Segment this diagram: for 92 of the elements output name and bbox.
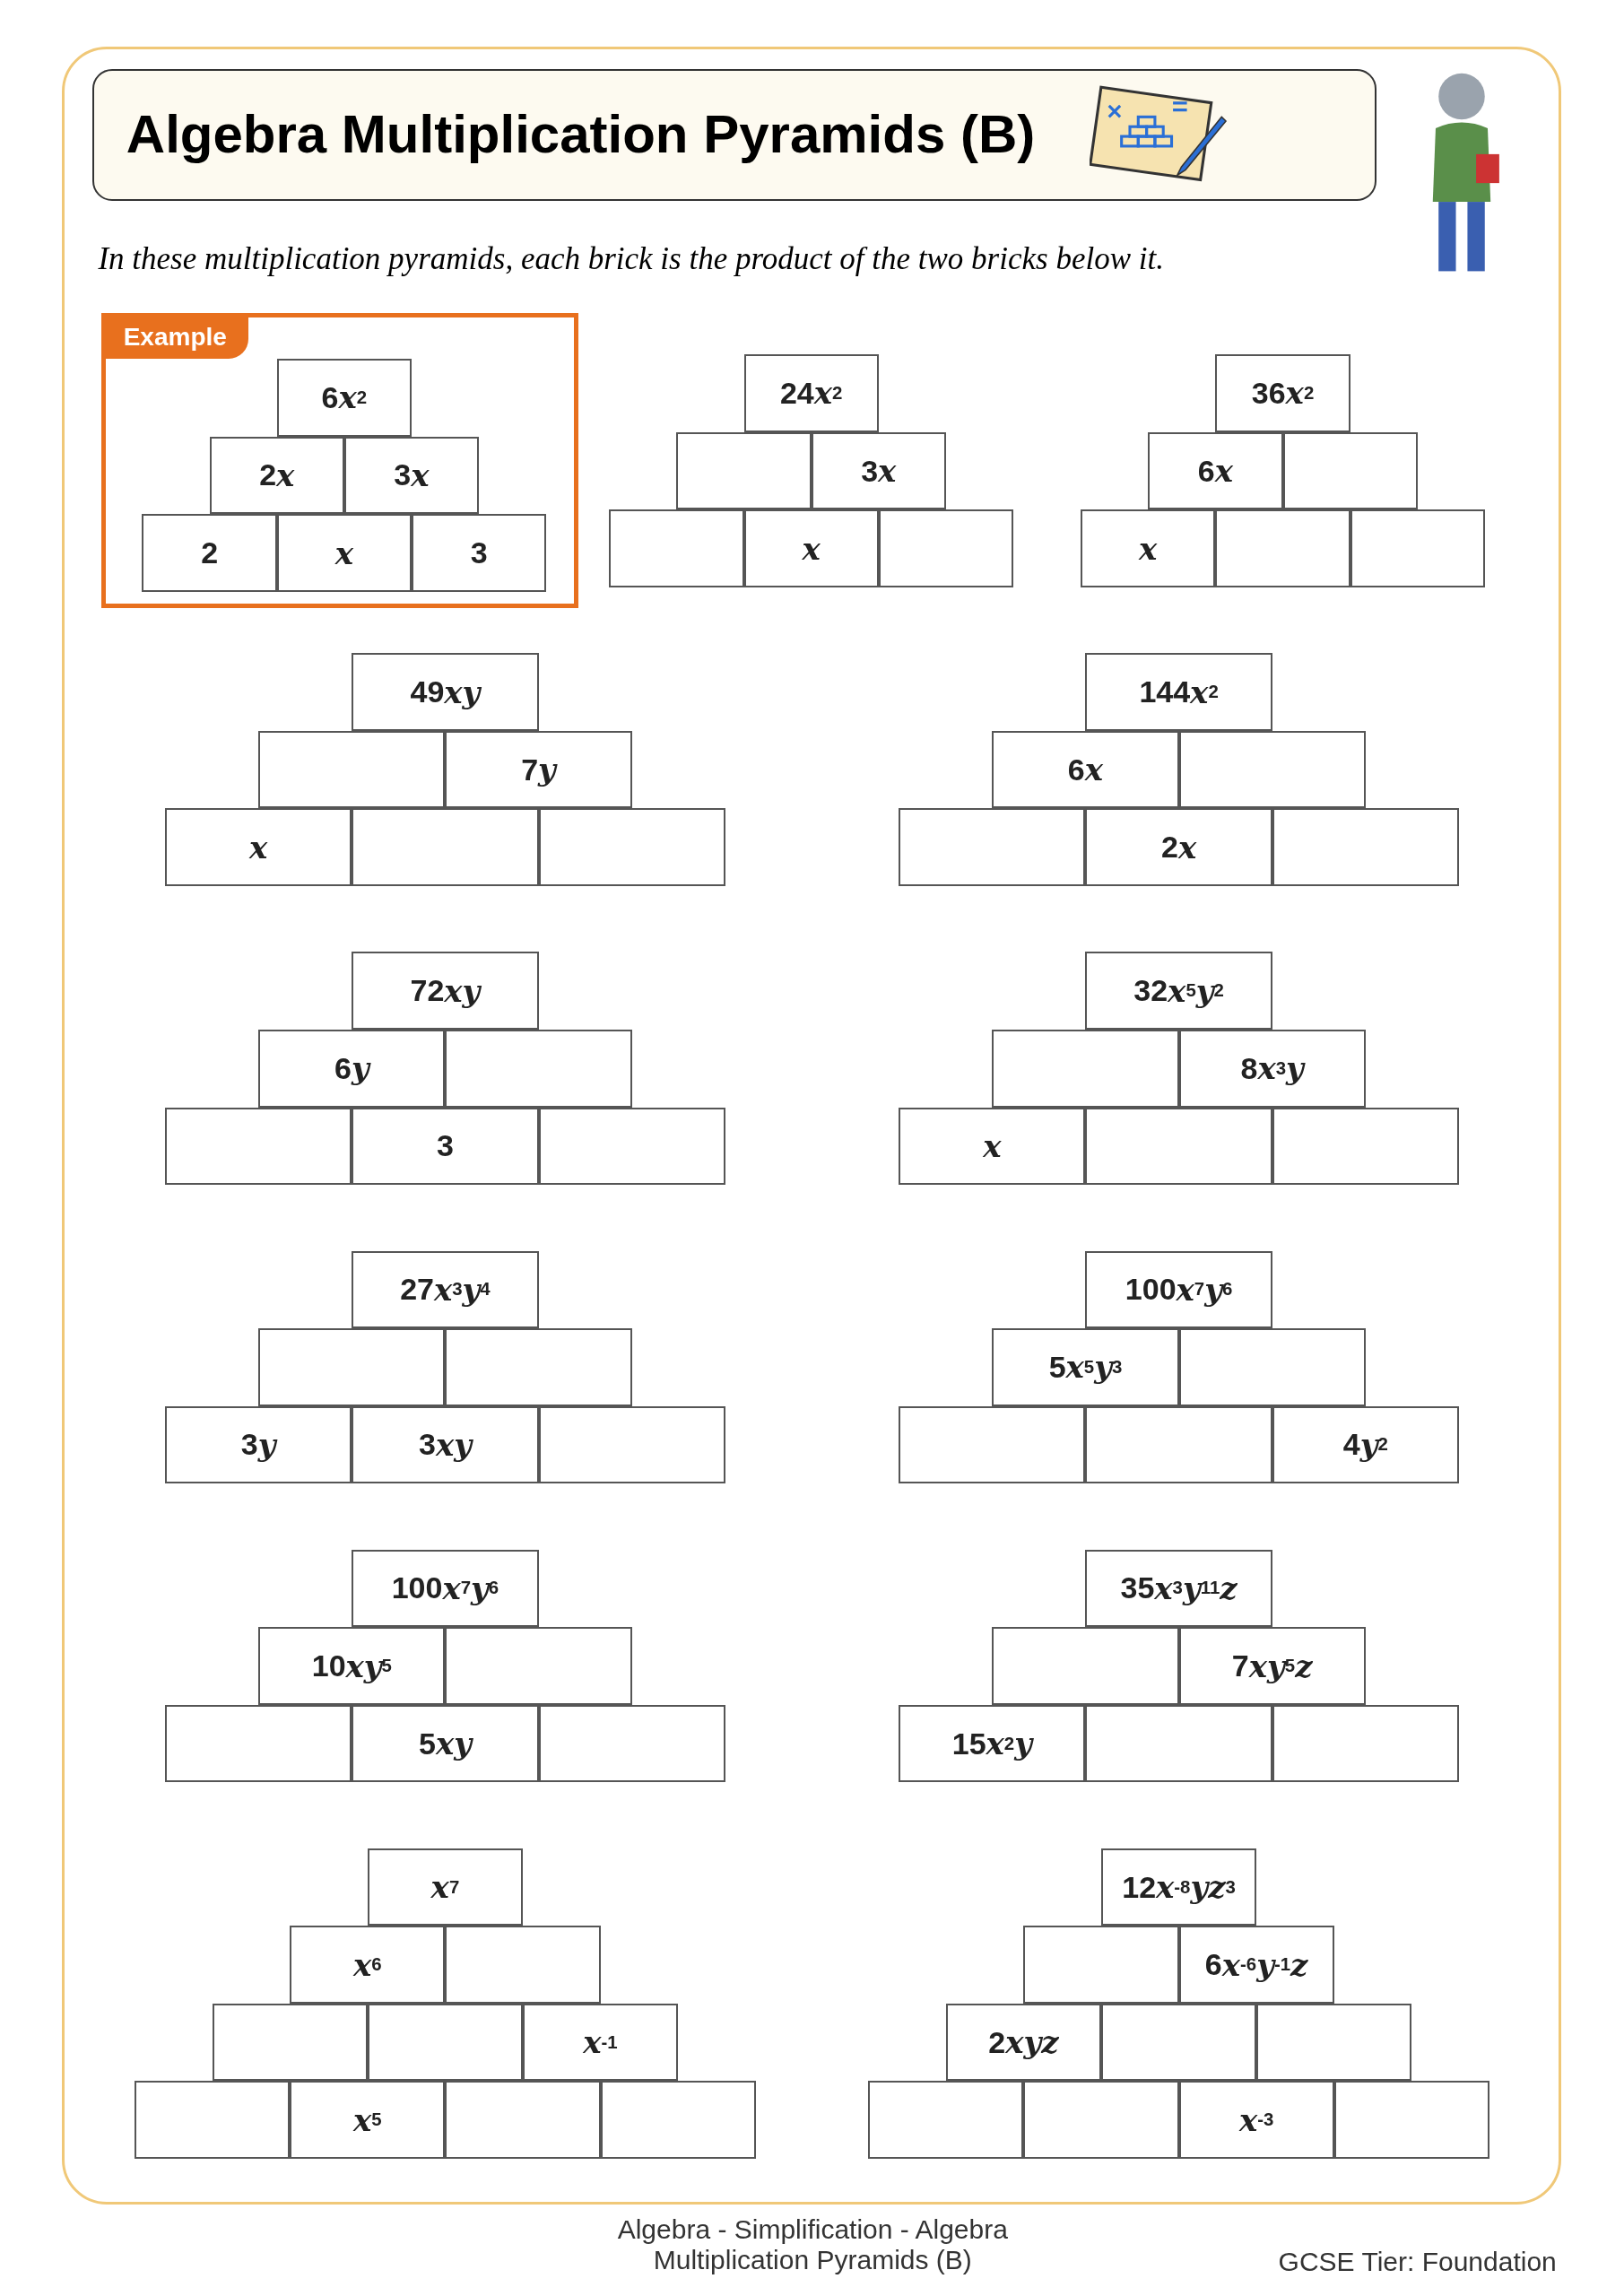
pyramid-brick: 5x$^{5}$y$^{3}$: [992, 1328, 1179, 1406]
pyramid-brick: [258, 1328, 446, 1406]
pyramid-brick: [538, 808, 725, 886]
pyramid-brick: [868, 2081, 1024, 2160]
pyramid-brick: [445, 2081, 601, 2160]
pyramid-brick: x: [743, 509, 879, 587]
pyramid-brick: [1282, 431, 1418, 510]
pyramid-brick: [899, 808, 1086, 886]
pyramid-brick: 35x$^{3}$y$^{11}$z: [1085, 1549, 1272, 1628]
pyramid-brick: 2xyz: [945, 2003, 1101, 2082]
pyramid-brick: x$^{5}$: [290, 2081, 446, 2160]
pyramid-brick: [165, 1704, 352, 1783]
pyramid-brick: 32x$^{5}$y$^{2}$: [1085, 952, 1272, 1030]
pyramid-brick: 3x: [811, 431, 946, 510]
pyramid-brick: x$^{7}$: [367, 1848, 523, 1926]
footer-text: GCSE Tier: Foundation: [1278, 2247, 1557, 2277]
pyramid-brick: [1350, 509, 1485, 587]
pyramid-brick: [538, 1704, 725, 1783]
pyramid-brick: [1272, 1107, 1459, 1186]
pyramid-brick: 8x$^{3}$y: [1178, 1030, 1366, 1108]
pyramid-brick: 4y$^{2}$: [1272, 1405, 1459, 1484]
pyramid-brick: 5xy: [352, 1704, 539, 1783]
pyramid-brick: [1178, 1328, 1366, 1406]
pyramid-brick: x$^{-1}$: [522, 2003, 679, 2082]
pyramid-brick: [1101, 2003, 1257, 2082]
pyramid-brick: [445, 1926, 601, 2004]
pyramid-brick: 100x$^{7}$y$^{6}$: [352, 1549, 539, 1628]
pyramid-brick: 7xy$^{5}$z: [1178, 1627, 1366, 1705]
pyramid-brick: [367, 2003, 523, 2082]
pyramid-brick: [1272, 1704, 1459, 1783]
pyramid-brick: [445, 1328, 632, 1406]
pyramid-brick: 3y: [165, 1405, 352, 1484]
pyramid-brick: 27x$^{3}$y$^{4}$: [352, 1250, 539, 1329]
pyramid-brick: 6x$^{2}$: [276, 359, 412, 437]
pyramid-brick: [1023, 1926, 1179, 2004]
pyramid-brick: [445, 1030, 632, 1108]
pyramid-brick: [600, 2081, 756, 2160]
example-frame: [100, 313, 578, 608]
pyramid-brick: 3xy: [352, 1405, 539, 1484]
pyramid-brick: x$^{-3}$: [1178, 2081, 1334, 2160]
pyramid-brick: 2x: [209, 436, 344, 515]
pyramid-brick: 6x: [992, 730, 1179, 809]
pyramid-brick: [899, 1405, 1086, 1484]
pyramid-brick: [1272, 808, 1459, 886]
pyramid-brick: [352, 808, 539, 886]
pyramid-brick: 144x$^{2}$: [1085, 653, 1272, 731]
title: Algebra Multiplication Pyramids (B): [126, 102, 1036, 165]
pyramid-brick: x: [276, 514, 412, 592]
pyramid-brick: 3: [411, 514, 547, 592]
pyramid-brick: [258, 730, 446, 809]
pyramid-brick: [538, 1405, 725, 1484]
pyramid-brick: 10xy$^{5}$: [258, 1627, 446, 1705]
pyramid-brick: 72xy: [352, 952, 539, 1030]
pyramid-brick: 6x: [1148, 431, 1283, 510]
pyramid-brick: 6y: [258, 1030, 446, 1108]
pyramid-brick: [878, 509, 1014, 587]
pyramid-brick: [992, 1627, 1179, 1705]
pyramid-brick: [676, 431, 812, 510]
pyramid-brick: 15x$^{2}$y: [899, 1704, 1086, 1783]
pyramid-brick: [1178, 730, 1366, 809]
pyramid-brick: [135, 2081, 291, 2160]
pyramid-brick: x: [899, 1107, 1086, 1186]
pyramid-brick: [1023, 2081, 1179, 2160]
pyramid-brick: [992, 1030, 1179, 1108]
pyramid-brick: [212, 2003, 368, 2082]
pyramid-brick: [165, 1107, 352, 1186]
pyramid-brick: [538, 1107, 725, 1186]
pyramid-brick: 3: [352, 1107, 539, 1186]
pyramid-brick: [1215, 509, 1350, 587]
pyramid-brick: [1333, 2081, 1489, 2160]
pyramid-brick: x$^{6}$: [290, 1926, 446, 2004]
pyramid-brick: [1085, 1405, 1272, 1484]
pyramid-brick: 12x$^{-8}$yz$^{3}$: [1101, 1848, 1257, 1926]
instruction-text: In these multiplication pyramids, each brick is the product of the two bricks below it.: [98, 241, 1164, 278]
pyramid-brick: 3x: [343, 436, 480, 515]
pyramid-brick: x: [165, 808, 352, 886]
example-tab: Example: [105, 317, 248, 360]
pyramid-brick: [1085, 1704, 1272, 1783]
pyramid-brick: 100x$^{7}$y$^{6}$: [1085, 1250, 1272, 1329]
pyramid-brick: [1085, 1107, 1272, 1186]
pyramid-brick: 24x$^{2}$: [743, 354, 879, 432]
pyramid-brick: 49xy: [352, 653, 539, 731]
pyramid-brick: x: [1081, 509, 1216, 587]
pyramid-brick: 2x: [1085, 808, 1272, 886]
pyramid-brick: 36x$^{2}$: [1215, 354, 1350, 432]
footer-text: Algebra - Simplification - Algebra Multiplication Pyramids (B): [616, 2214, 1009, 2276]
pyramid-brick: 2: [142, 514, 277, 592]
pyramid-brick: 7y: [445, 730, 632, 809]
pyramid-brick: [609, 509, 744, 587]
pyramid-brick: 6x$^{-6}$y$^{-1}$z: [1178, 1926, 1334, 2004]
pyramid-brick: [445, 1627, 632, 1705]
pyramid-brick: [1256, 2003, 1412, 2082]
